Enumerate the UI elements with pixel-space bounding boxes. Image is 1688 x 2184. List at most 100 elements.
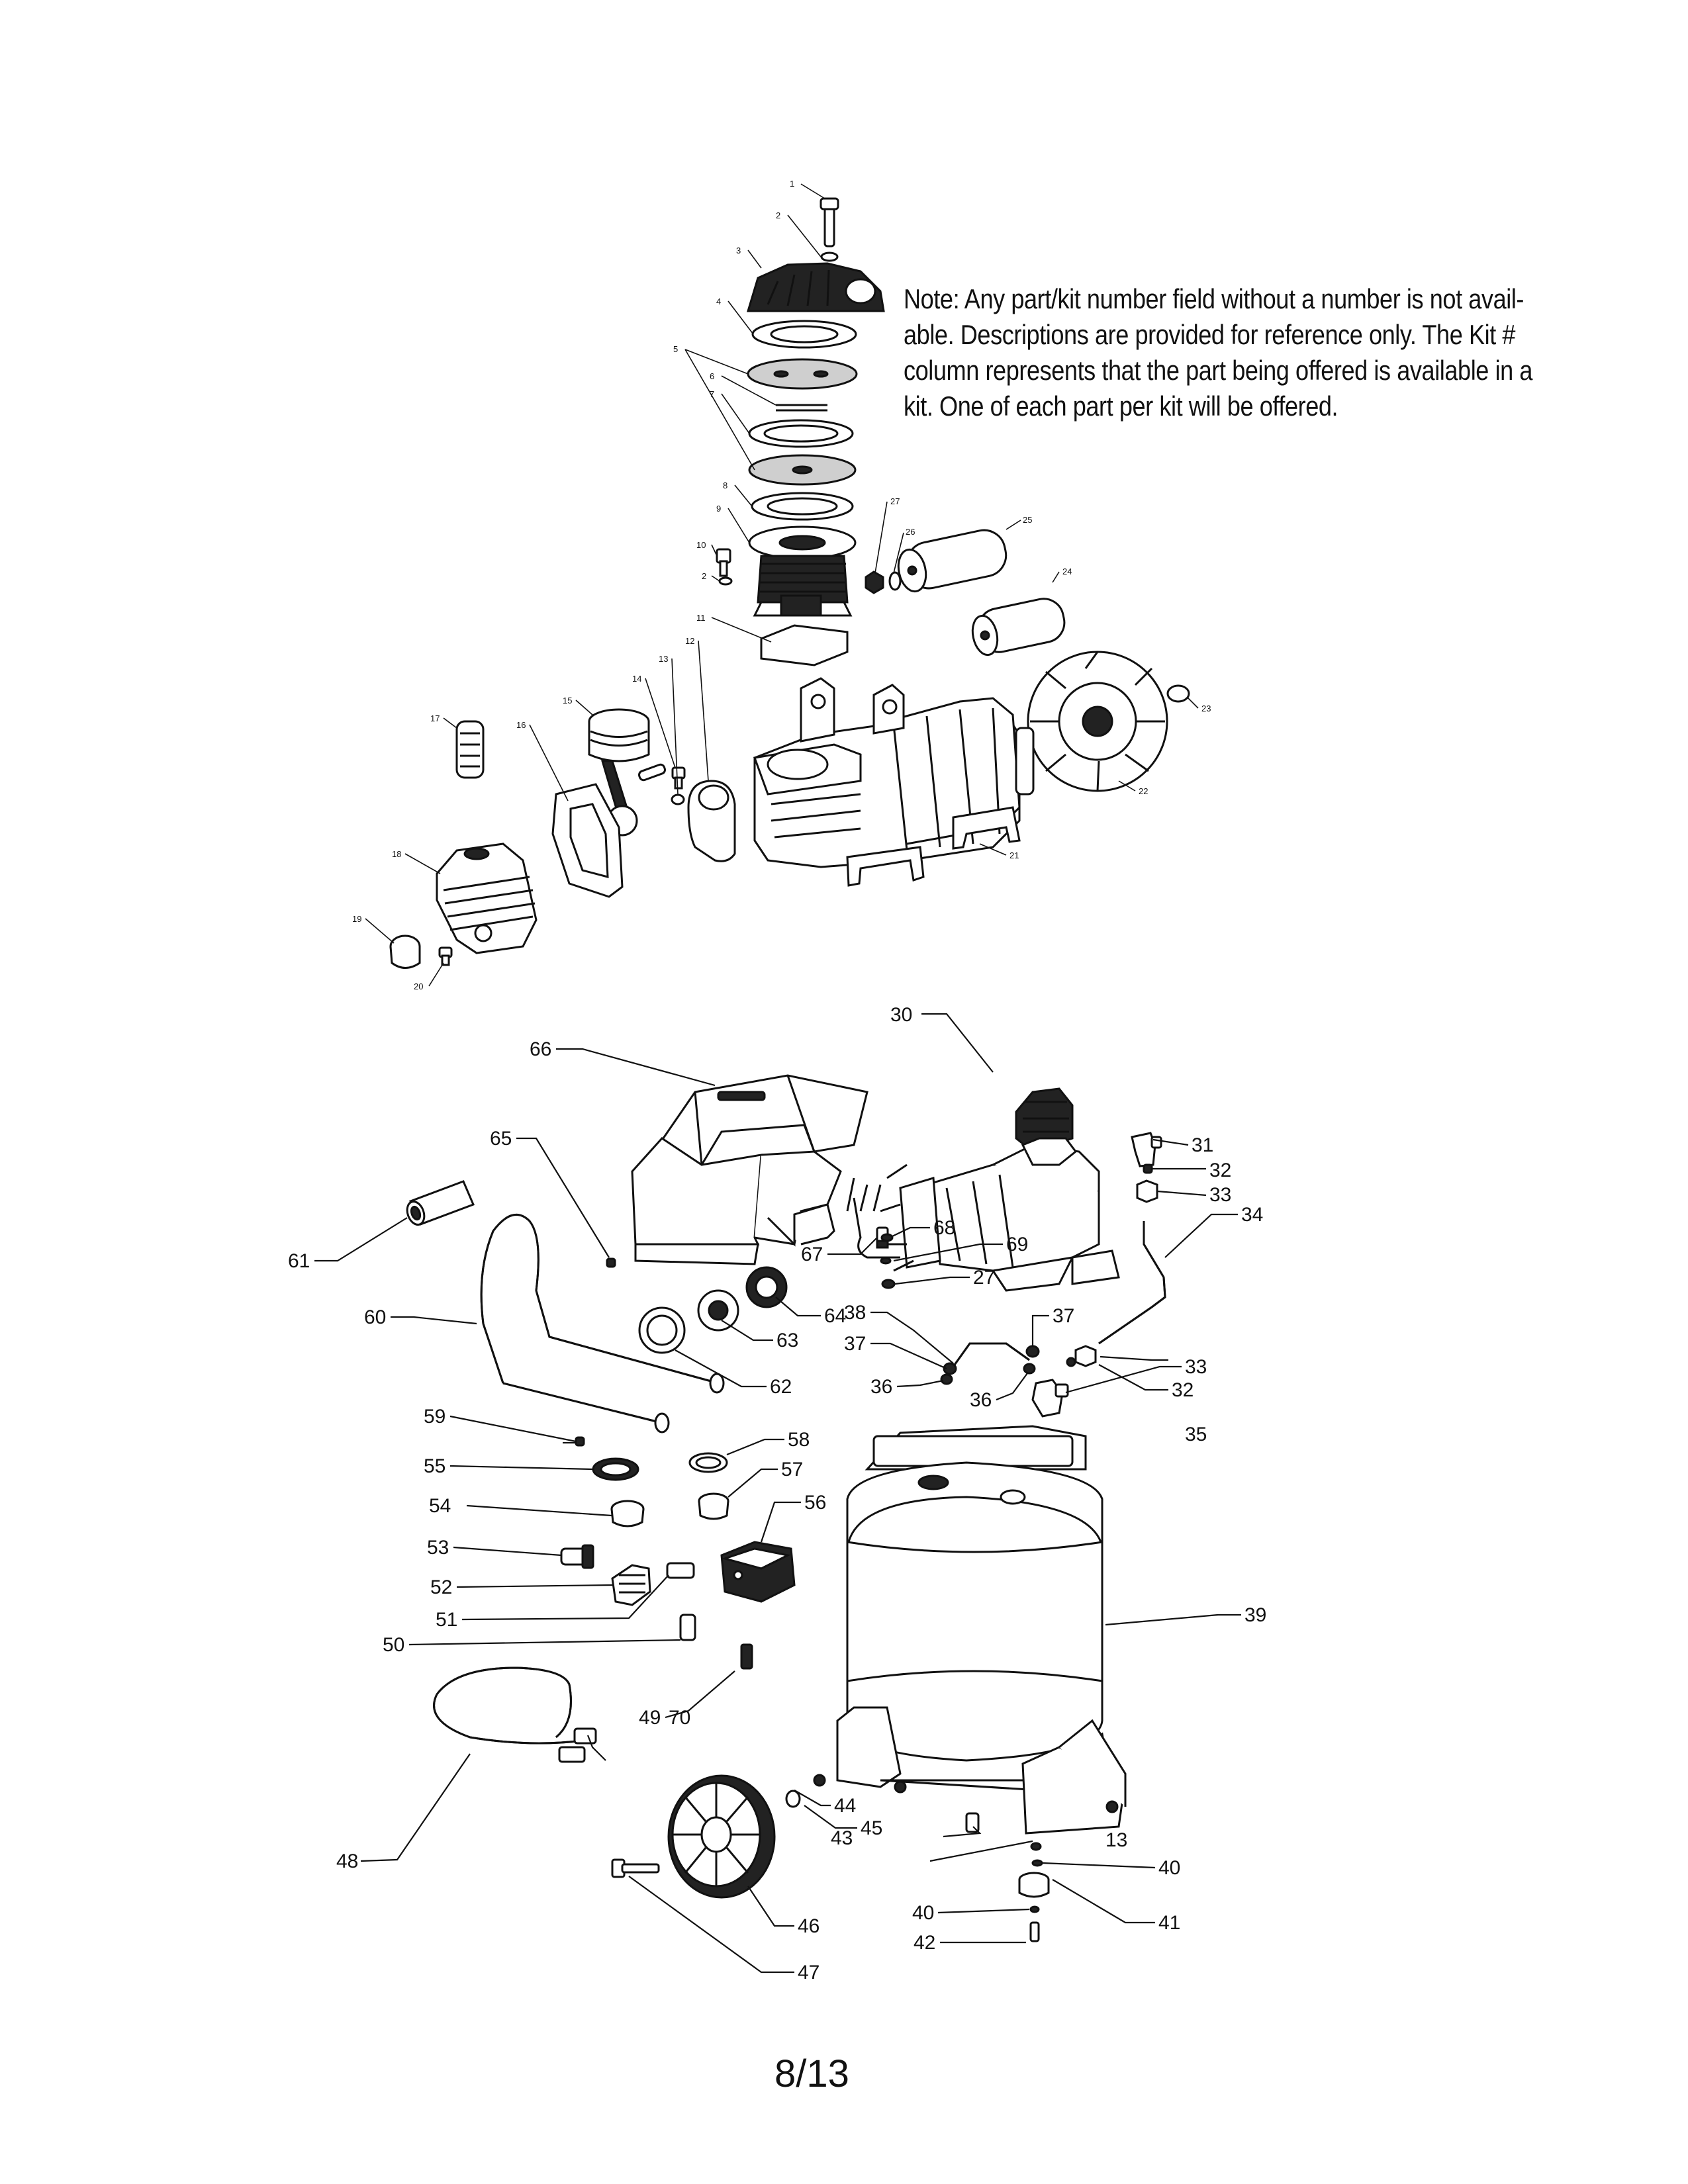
part-capacitor-24	[971, 598, 1066, 657]
part-motor-body-21	[753, 677, 1035, 887]
part-bolt-42	[1029, 1921, 1040, 1942]
assembly-view	[406, 1074, 1166, 1942]
callout-62: 62	[770, 1376, 792, 1398]
callout-33b: 33	[1185, 1356, 1207, 1378]
callout-21: 21	[1009, 850, 1019, 860]
part-gauge-54	[610, 1500, 645, 1527]
callout-27: 27	[890, 496, 900, 506]
part-check-valve-35	[1031, 1379, 1069, 1418]
part-washer-69	[880, 1257, 892, 1265]
callout-42: 42	[914, 1932, 935, 1954]
part-crankcase-cover-18	[436, 842, 538, 954]
callout-23: 23	[1201, 704, 1211, 713]
part-wheel-46	[667, 1774, 776, 1899]
callout-69: 69	[1006, 1234, 1028, 1255]
part-shroud-66	[631, 1074, 868, 1265]
callout-66: 66	[530, 1038, 551, 1060]
callout-17: 17	[430, 713, 440, 723]
part-washer-2	[820, 251, 839, 262]
callout-65: 65	[490, 1128, 512, 1150]
part-screw-59	[575, 1436, 585, 1447]
part-foot-41	[1018, 1872, 1050, 1898]
page-number: 8/13	[774, 2052, 849, 2095]
callout-44: 44	[834, 1795, 856, 1817]
callout-1: 1	[790, 179, 794, 189]
part-washer-45	[785, 1790, 801, 1808]
part-regulator-52	[611, 1564, 651, 1606]
leader-lines	[314, 183, 1241, 1974]
callout-37a: 37	[844, 1333, 866, 1355]
part-nipple-49	[740, 1643, 753, 1670]
part-bolt-47	[611, 1858, 660, 1878]
part-ferrule-32	[1143, 1163, 1153, 1174]
part-gasket-7	[748, 419, 854, 448]
callout-38: 38	[844, 1302, 866, 1324]
callout-36a: 36	[870, 1376, 892, 1398]
part-nut-27	[865, 570, 884, 594]
part-washer-13	[671, 794, 685, 805]
callout-7: 7	[710, 389, 714, 399]
callout-2b: 2	[702, 571, 706, 581]
part-nut-44	[813, 1774, 826, 1787]
callout-55: 55	[424, 1455, 445, 1477]
callout-41: 41	[1158, 1912, 1180, 1934]
callout-19: 19	[352, 914, 361, 924]
part-clip-23	[1166, 684, 1190, 703]
callout-33: 33	[1209, 1184, 1231, 1206]
part-grip-61	[406, 1180, 475, 1226]
part-plug-19	[389, 934, 421, 969]
callout-20: 20	[414, 981, 423, 991]
callout-64: 64	[824, 1305, 846, 1327]
callout-52: 52	[430, 1576, 452, 1598]
callout-37b: 37	[1053, 1305, 1074, 1327]
callout-10: 10	[696, 540, 706, 550]
callout-56: 56	[804, 1492, 826, 1514]
part-nut-33b	[1074, 1345, 1097, 1367]
part-cap-12	[687, 780, 736, 862]
part-ring-62	[638, 1306, 686, 1354]
callout-32b: 32	[1172, 1379, 1194, 1401]
part-ferrule-36b	[1023, 1363, 1036, 1375]
part-nut-37b	[1025, 1345, 1040, 1358]
callout-14: 14	[632, 674, 641, 684]
callout-9: 9	[716, 504, 721, 514]
part-screw-14	[671, 766, 686, 790]
callout-59: 59	[424, 1406, 445, 1428]
callout-24: 24	[1062, 567, 1072, 576]
note-line-3: column represents that the part being of…	[904, 355, 1533, 386]
part-screw-65	[606, 1257, 616, 1268]
callout-11: 11	[696, 613, 706, 623]
part-piston-15	[588, 708, 666, 837]
callout-54: 54	[429, 1495, 451, 1517]
callout-13b: 13	[1105, 1829, 1127, 1851]
part-nut-27b	[881, 1279, 896, 1289]
part-nut-37a	[943, 1362, 957, 1375]
part-washer-13b	[1030, 1842, 1042, 1851]
callout-70: 70	[669, 1707, 690, 1729]
callout-31: 31	[1192, 1134, 1213, 1156]
pump-exploded-view	[389, 197, 1190, 969]
callout-5: 5	[673, 344, 678, 354]
part-fitting-70	[573, 1727, 597, 1745]
part-washer-26	[888, 571, 902, 591]
callout-36b: 36	[970, 1389, 992, 1411]
callout-2: 2	[776, 210, 780, 220]
part-coupler-53	[560, 1544, 594, 1569]
callout-12: 12	[685, 636, 694, 646]
callout-50: 50	[383, 1634, 404, 1656]
part-bolt-10	[716, 548, 731, 577]
callout-18: 18	[392, 849, 401, 859]
callout-61: 61	[288, 1250, 310, 1272]
callout-27b: 27	[973, 1267, 995, 1289]
part-gasket-8	[751, 492, 854, 521]
part-handle-60	[480, 1214, 725, 1433]
part-fitting-43	[965, 1812, 980, 1833]
part-valve-plate-5b	[748, 454, 857, 486]
callout-57: 57	[781, 1459, 803, 1480]
callout-40a: 40	[1158, 1857, 1180, 1879]
part-gasket-16	[551, 783, 624, 898]
note-line-4: kit. One of each part per kit will be of…	[904, 390, 1338, 422]
callout-63: 63	[776, 1330, 798, 1351]
part-pressure-switch-56	[720, 1541, 796, 1603]
part-gasket-4	[751, 320, 857, 349]
